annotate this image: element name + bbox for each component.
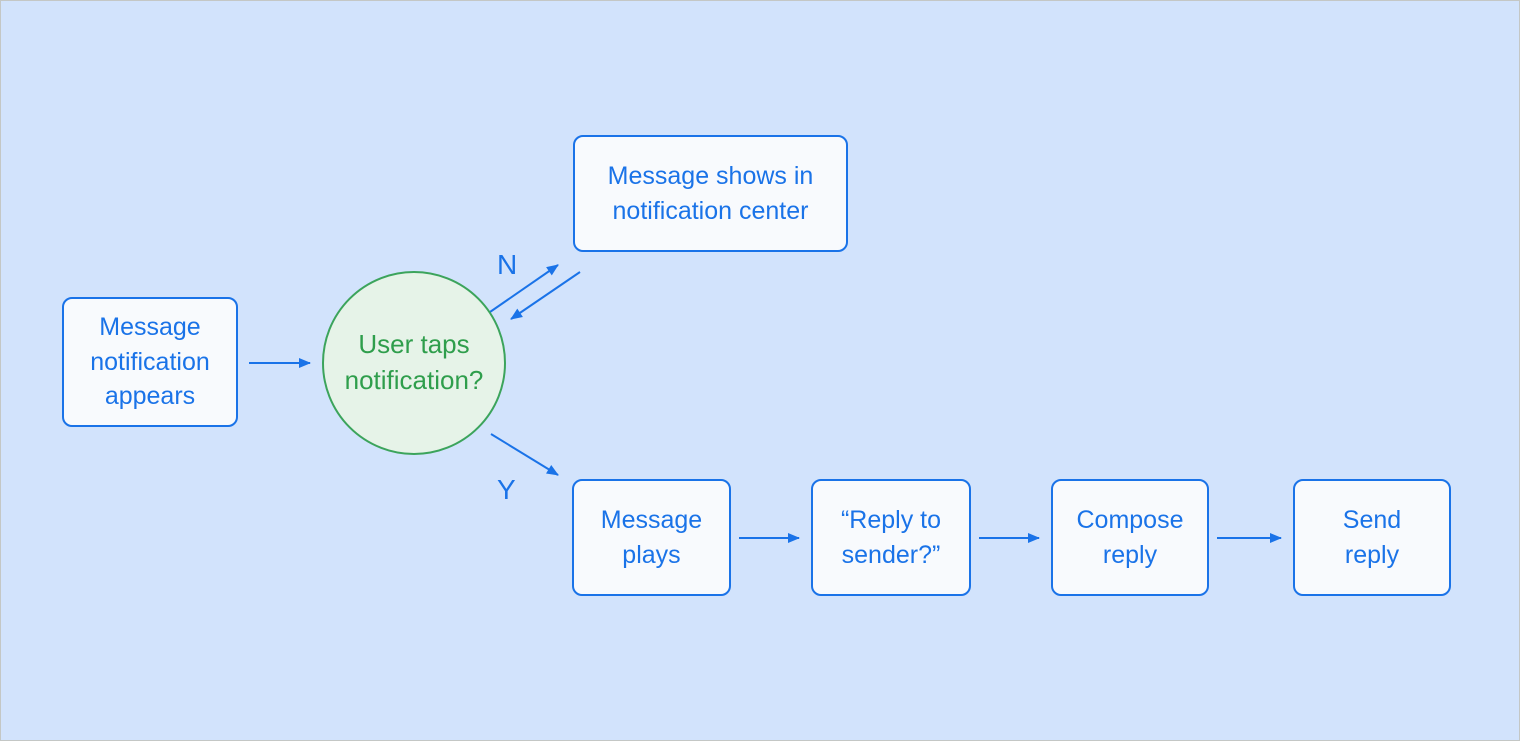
node-message-plays: Message plays <box>572 479 731 596</box>
node-label: Send reply <box>1342 506 1402 569</box>
node-label: Message shows in notification center <box>607 162 814 225</box>
node-label: User taps notification? <box>344 329 484 395</box>
node-label: Compose reply <box>1076 506 1184 569</box>
decision-node-user-taps-notification: User taps notification? <box>322 271 506 455</box>
node-label: “Reply to sender?” <box>840 506 942 569</box>
edge-label-yes: Y <box>497 474 516 505</box>
node-compose-reply: Compose reply <box>1051 479 1209 596</box>
node-label: Message plays <box>600 506 703 569</box>
node-message-notification-appears: Message notification appears <box>62 297 238 427</box>
node-message-shows-in-notification-center: Message shows in notification center <box>573 135 848 252</box>
node-reply-to-sender: “Reply to sender?” <box>811 479 971 596</box>
arrow-decision-to-message-plays <box>490 433 559 476</box>
edge-label-no: N <box>497 249 518 280</box>
arrow-notification-center-to-decision <box>510 271 581 320</box>
node-send-reply: Send reply <box>1293 479 1451 596</box>
node-label: Message notification appears <box>90 313 210 411</box>
